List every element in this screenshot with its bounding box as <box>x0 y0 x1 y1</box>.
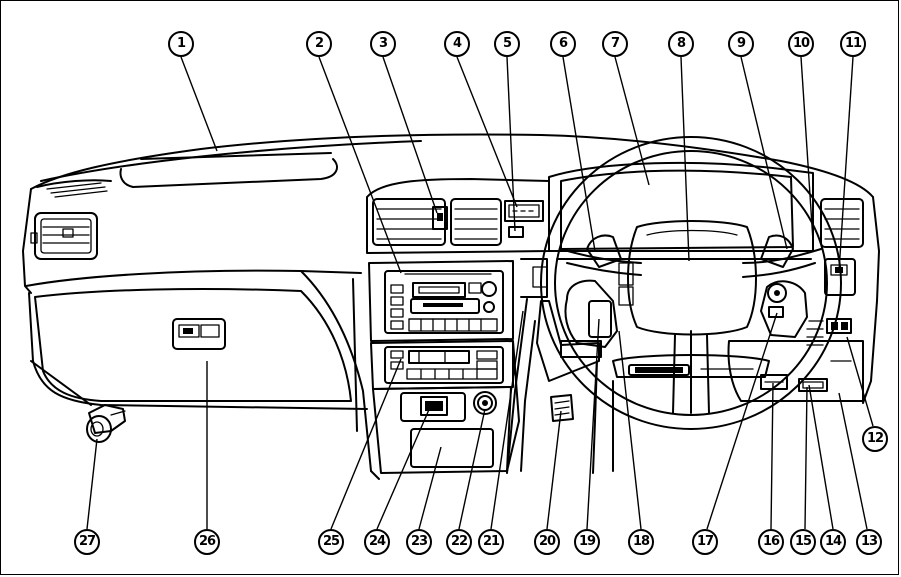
callout-13: 13 <box>856 529 882 555</box>
callout-25: 25 <box>318 529 344 555</box>
steering-wheel <box>540 136 842 430</box>
glove-box <box>34 288 352 402</box>
callout-22: 22 <box>446 529 472 555</box>
lower-right-panel <box>727 340 864 402</box>
right-side-vent-and-switches <box>806 198 864 346</box>
callout-7: 7 <box>602 31 628 57</box>
callout-20: 20 <box>534 529 560 555</box>
callout-14: 14 <box>820 529 846 555</box>
left-air-vent <box>30 212 98 260</box>
callout-5: 5 <box>494 31 520 57</box>
combination-switches <box>564 279 808 348</box>
leader-lines <box>86 56 874 530</box>
callout-18: 18 <box>628 529 654 555</box>
callout-12: 12 <box>862 426 888 452</box>
callout-9: 9 <box>728 31 754 57</box>
callout-6: 6 <box>550 31 576 57</box>
callout-1: 1 <box>168 31 194 57</box>
callout-10: 10 <box>788 31 814 57</box>
dashboard-shell <box>22 133 880 480</box>
callout-24: 24 <box>364 529 390 555</box>
callout-8: 8 <box>668 31 694 57</box>
callout-11: 11 <box>840 31 866 57</box>
callout-16: 16 <box>758 529 784 555</box>
center-stack <box>366 178 550 474</box>
callout-19: 19 <box>574 529 600 555</box>
pedals-and-column <box>506 298 614 474</box>
hood-release-knob <box>86 404 126 443</box>
callout-4: 4 <box>444 31 470 57</box>
callout-23: 23 <box>406 529 432 555</box>
callout-15: 15 <box>790 529 816 555</box>
callout-27: 27 <box>74 529 100 555</box>
callout-17: 17 <box>692 529 718 555</box>
callout-3: 3 <box>370 31 396 57</box>
callout-26: 26 <box>194 529 220 555</box>
callout-2: 2 <box>306 31 332 57</box>
callout-21: 21 <box>478 529 504 555</box>
